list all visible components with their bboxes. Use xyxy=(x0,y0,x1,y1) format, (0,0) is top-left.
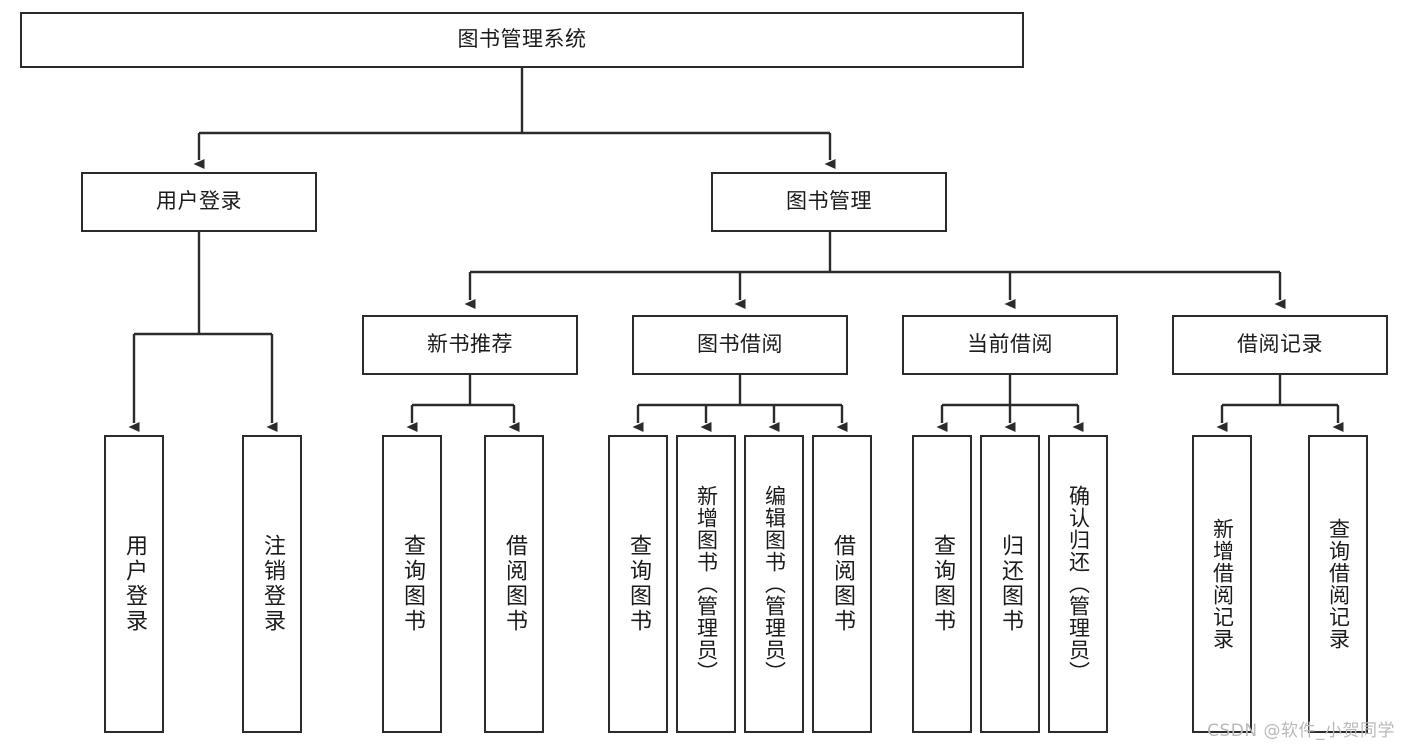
leaf-query-book-new-rec[interactable]: 查询图书 xyxy=(382,435,442,733)
node-label: 图书管理 xyxy=(786,189,872,214)
node-label: 借阅图书 xyxy=(502,534,527,634)
leaf-edit-book-admin[interactable]: 编辑图书（管理员） xyxy=(744,435,804,733)
node-label: 新书推荐 xyxy=(427,332,513,357)
node-label: 查询图书 xyxy=(930,534,955,634)
node-current-borrow[interactable]: 当前借阅 xyxy=(902,315,1118,375)
leaf-add-borrow-record[interactable]: 新增借阅记录 xyxy=(1192,435,1252,733)
node-label: 确认归还（管理员） xyxy=(1066,485,1091,683)
node-book-management[interactable]: 图书管理 xyxy=(711,172,947,232)
leaf-add-book-admin[interactable]: 新增图书（管理员） xyxy=(676,435,736,733)
leaf-confirm-return-admin[interactable]: 确认归还（管理员） xyxy=(1048,435,1108,733)
leaf-borrow-book[interactable]: 借阅图书 xyxy=(812,435,872,733)
node-label: 编辑图书（管理员） xyxy=(762,485,787,683)
node-label: 归还图书 xyxy=(998,534,1023,634)
node-label: 查询图书 xyxy=(400,534,425,634)
node-label: 查询借阅记录 xyxy=(1326,518,1351,650)
node-book-borrow[interactable]: 图书借阅 xyxy=(632,315,848,375)
node-label: 查询图书 xyxy=(626,534,651,634)
leaf-borrow-book-new-rec[interactable]: 借阅图书 xyxy=(484,435,544,733)
node-user-login[interactable]: 用户登录 xyxy=(81,172,317,232)
node-label: 注销登录 xyxy=(260,534,285,634)
node-label: 当前借阅 xyxy=(967,332,1053,357)
leaf-query-book-current[interactable]: 查询图书 xyxy=(912,435,972,733)
node-label: 新增图书（管理员） xyxy=(694,485,719,683)
leaf-query-book-borrow[interactable]: 查询图书 xyxy=(608,435,668,733)
node-label: 用户登录 xyxy=(122,534,147,634)
node-label: 借阅记录 xyxy=(1237,332,1323,357)
leaf-return-book[interactable]: 归还图书 xyxy=(980,435,1040,733)
node-label: 用户登录 xyxy=(156,189,242,214)
leaf-user-login[interactable]: 用户登录 xyxy=(104,435,164,733)
node-label: 新增借阅记录 xyxy=(1210,518,1235,650)
node-label: 图书管理系统 xyxy=(457,27,587,52)
node-label: 借阅图书 xyxy=(830,534,855,634)
leaf-query-borrow-record[interactable]: 查询借阅记录 xyxy=(1308,435,1368,733)
csdn-watermark: CSDN @软件_小贺同学 xyxy=(1207,721,1395,741)
node-label: 图书借阅 xyxy=(697,332,783,357)
node-root-book-management-system[interactable]: 图书管理系统 xyxy=(20,12,1024,68)
node-borrow-record[interactable]: 借阅记录 xyxy=(1172,315,1388,375)
leaf-logout-login[interactable]: 注销登录 xyxy=(242,435,302,733)
node-new-book-recommendation[interactable]: 新书推荐 xyxy=(362,315,578,375)
